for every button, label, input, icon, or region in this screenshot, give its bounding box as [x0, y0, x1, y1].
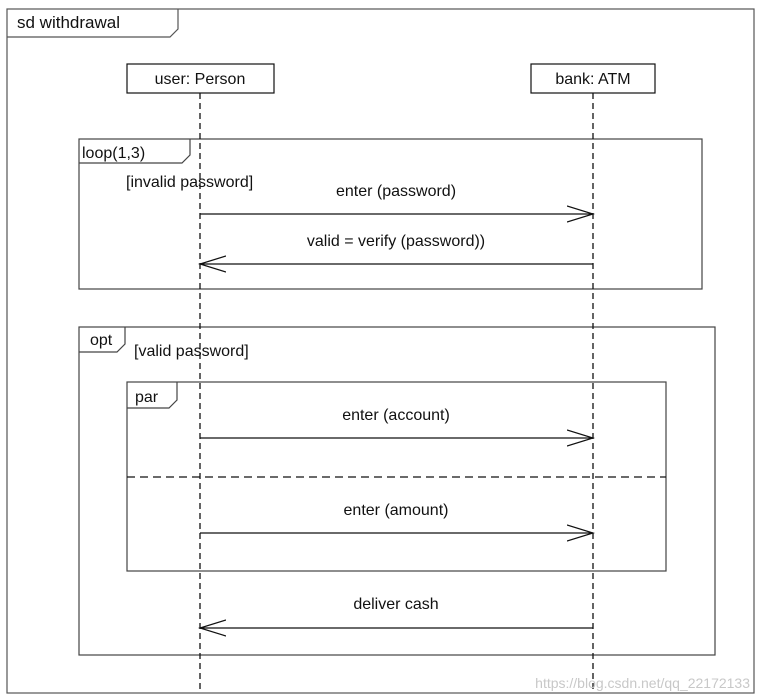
opt-fragment — [78, 326, 716, 656]
opt-fragment-tab — [79, 327, 126, 353]
message-label-enter-amount: enter (amount) — [344, 502, 449, 519]
message-label-enter-account: enter (account) — [342, 407, 450, 424]
opt-operator: opt — [90, 332, 113, 349]
lifeline-bank-head — [530, 63, 656, 94]
frame-title: sd withdrawal — [17, 13, 120, 32]
par-fragment-tab — [127, 382, 178, 409]
loop-guard: [invalid password] — [126, 174, 253, 191]
message-label-deliver-cash: deliver cash — [353, 596, 438, 613]
message-label-enter-password: enter (password) — [336, 183, 456, 200]
message-label-verify-password: valid = verify (password)) — [307, 233, 485, 250]
outer-frame — [6, 8, 755, 694]
outer-frame-tab — [7, 9, 179, 38]
loop-operator: loop(1,3) — [82, 145, 145, 162]
opt-guard: [valid password] — [134, 343, 249, 360]
loop-fragment-tab — [79, 139, 191, 164]
lifeline-bank-label: bank: ATM — [555, 71, 630, 88]
lifeline-user-label: user: Person — [155, 71, 246, 88]
par-operator: par — [135, 389, 159, 406]
loop-fragment — [78, 138, 703, 290]
watermark: https://blog.csdn.net/qq_22172133 — [535, 675, 750, 691]
